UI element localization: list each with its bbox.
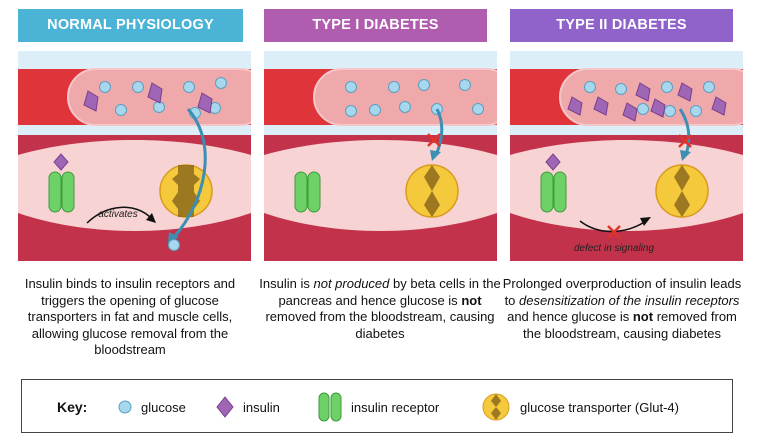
- caption-text: and hence glucose is: [507, 309, 633, 324]
- caption-bold: not: [461, 292, 482, 308]
- caption-type-1-diabetes: Insulin is not produced by beta cells in…: [256, 276, 504, 342]
- activates-label: activates: [98, 209, 137, 220]
- panel-art-type-1-diabetes: [264, 51, 497, 261]
- glucose-molecules: [99, 77, 227, 119]
- glucose-transporter-open: [159, 164, 213, 218]
- insulin-receptor-icon: [318, 392, 342, 422]
- panel-title-normal-physiology: NORMAL PHYSIOLOGY: [18, 9, 243, 42]
- legend-key: Key: glucose insulin insulin receptor gl…: [21, 379, 733, 433]
- blocked-x-icon: [427, 133, 441, 147]
- key-label-insulin-receptor: insulin receptor: [351, 399, 440, 415]
- defect-in-signaling-label: defect in signaling: [574, 243, 654, 254]
- panel-title-type-2-diabetes: TYPE II DIABETES: [510, 9, 733, 42]
- glucose-icon: [118, 400, 132, 414]
- caption-text: Insulin binds to insulin receptors and t…: [24, 276, 236, 357]
- caption-normal-physiology: Insulin binds to insulin receptors and t…: [6, 276, 254, 359]
- blocked-x-icon: [678, 134, 692, 148]
- insulin-icon: [216, 396, 234, 418]
- insulin-receptor: [540, 171, 567, 213]
- glucose-molecules: [345, 79, 484, 117]
- caption-emphasis: desensitization of the insulin receptors: [519, 292, 740, 308]
- caption-text: removed from the bloodstream, causing di…: [522, 309, 737, 341]
- panel-art-normal-physiology: activates: [18, 51, 251, 261]
- caption-bold: not: [632, 309, 654, 324]
- bound-insulin: [545, 153, 561, 171]
- caption-text: Prolonged overproduction of insulin lead…: [502, 276, 742, 308]
- panel-title-type-1-diabetes: TYPE I DIABETES: [264, 9, 487, 42]
- signaling-blocked-x-icon: [607, 225, 621, 239]
- insulin-receptor: [294, 171, 321, 213]
- glucose-transporter-icon: [482, 393, 510, 421]
- insulin-molecules: [83, 82, 213, 114]
- caption-emphasis: not produced: [313, 276, 390, 291]
- key-title: Key:: [57, 399, 88, 415]
- key-label-glucose-transporter: glucose transporter (Glut-4): [520, 399, 679, 415]
- panel-art-type-2-diabetes: defect in signaling: [510, 51, 743, 261]
- glucose-molecules: [584, 81, 715, 117]
- key-label-insulin: insulin: [243, 399, 280, 415]
- key-label-glucose: glucose: [141, 399, 186, 415]
- glucose-transporter-closed: [655, 164, 709, 218]
- caption-type-2-diabetes: Prolonged overproduction of insulin lead…: [498, 276, 746, 342]
- glucose-transporter-closed: [405, 164, 459, 218]
- caption-text: by beta cells in the pancreas and hence …: [278, 276, 501, 308]
- insulin-receptor: [48, 171, 75, 213]
- bound-insulin: [53, 153, 69, 171]
- caption-text: removed from the bloodstream, causing di…: [265, 309, 495, 341]
- caption-text: Insulin is: [259, 276, 314, 291]
- insulin-molecules: [567, 82, 727, 122]
